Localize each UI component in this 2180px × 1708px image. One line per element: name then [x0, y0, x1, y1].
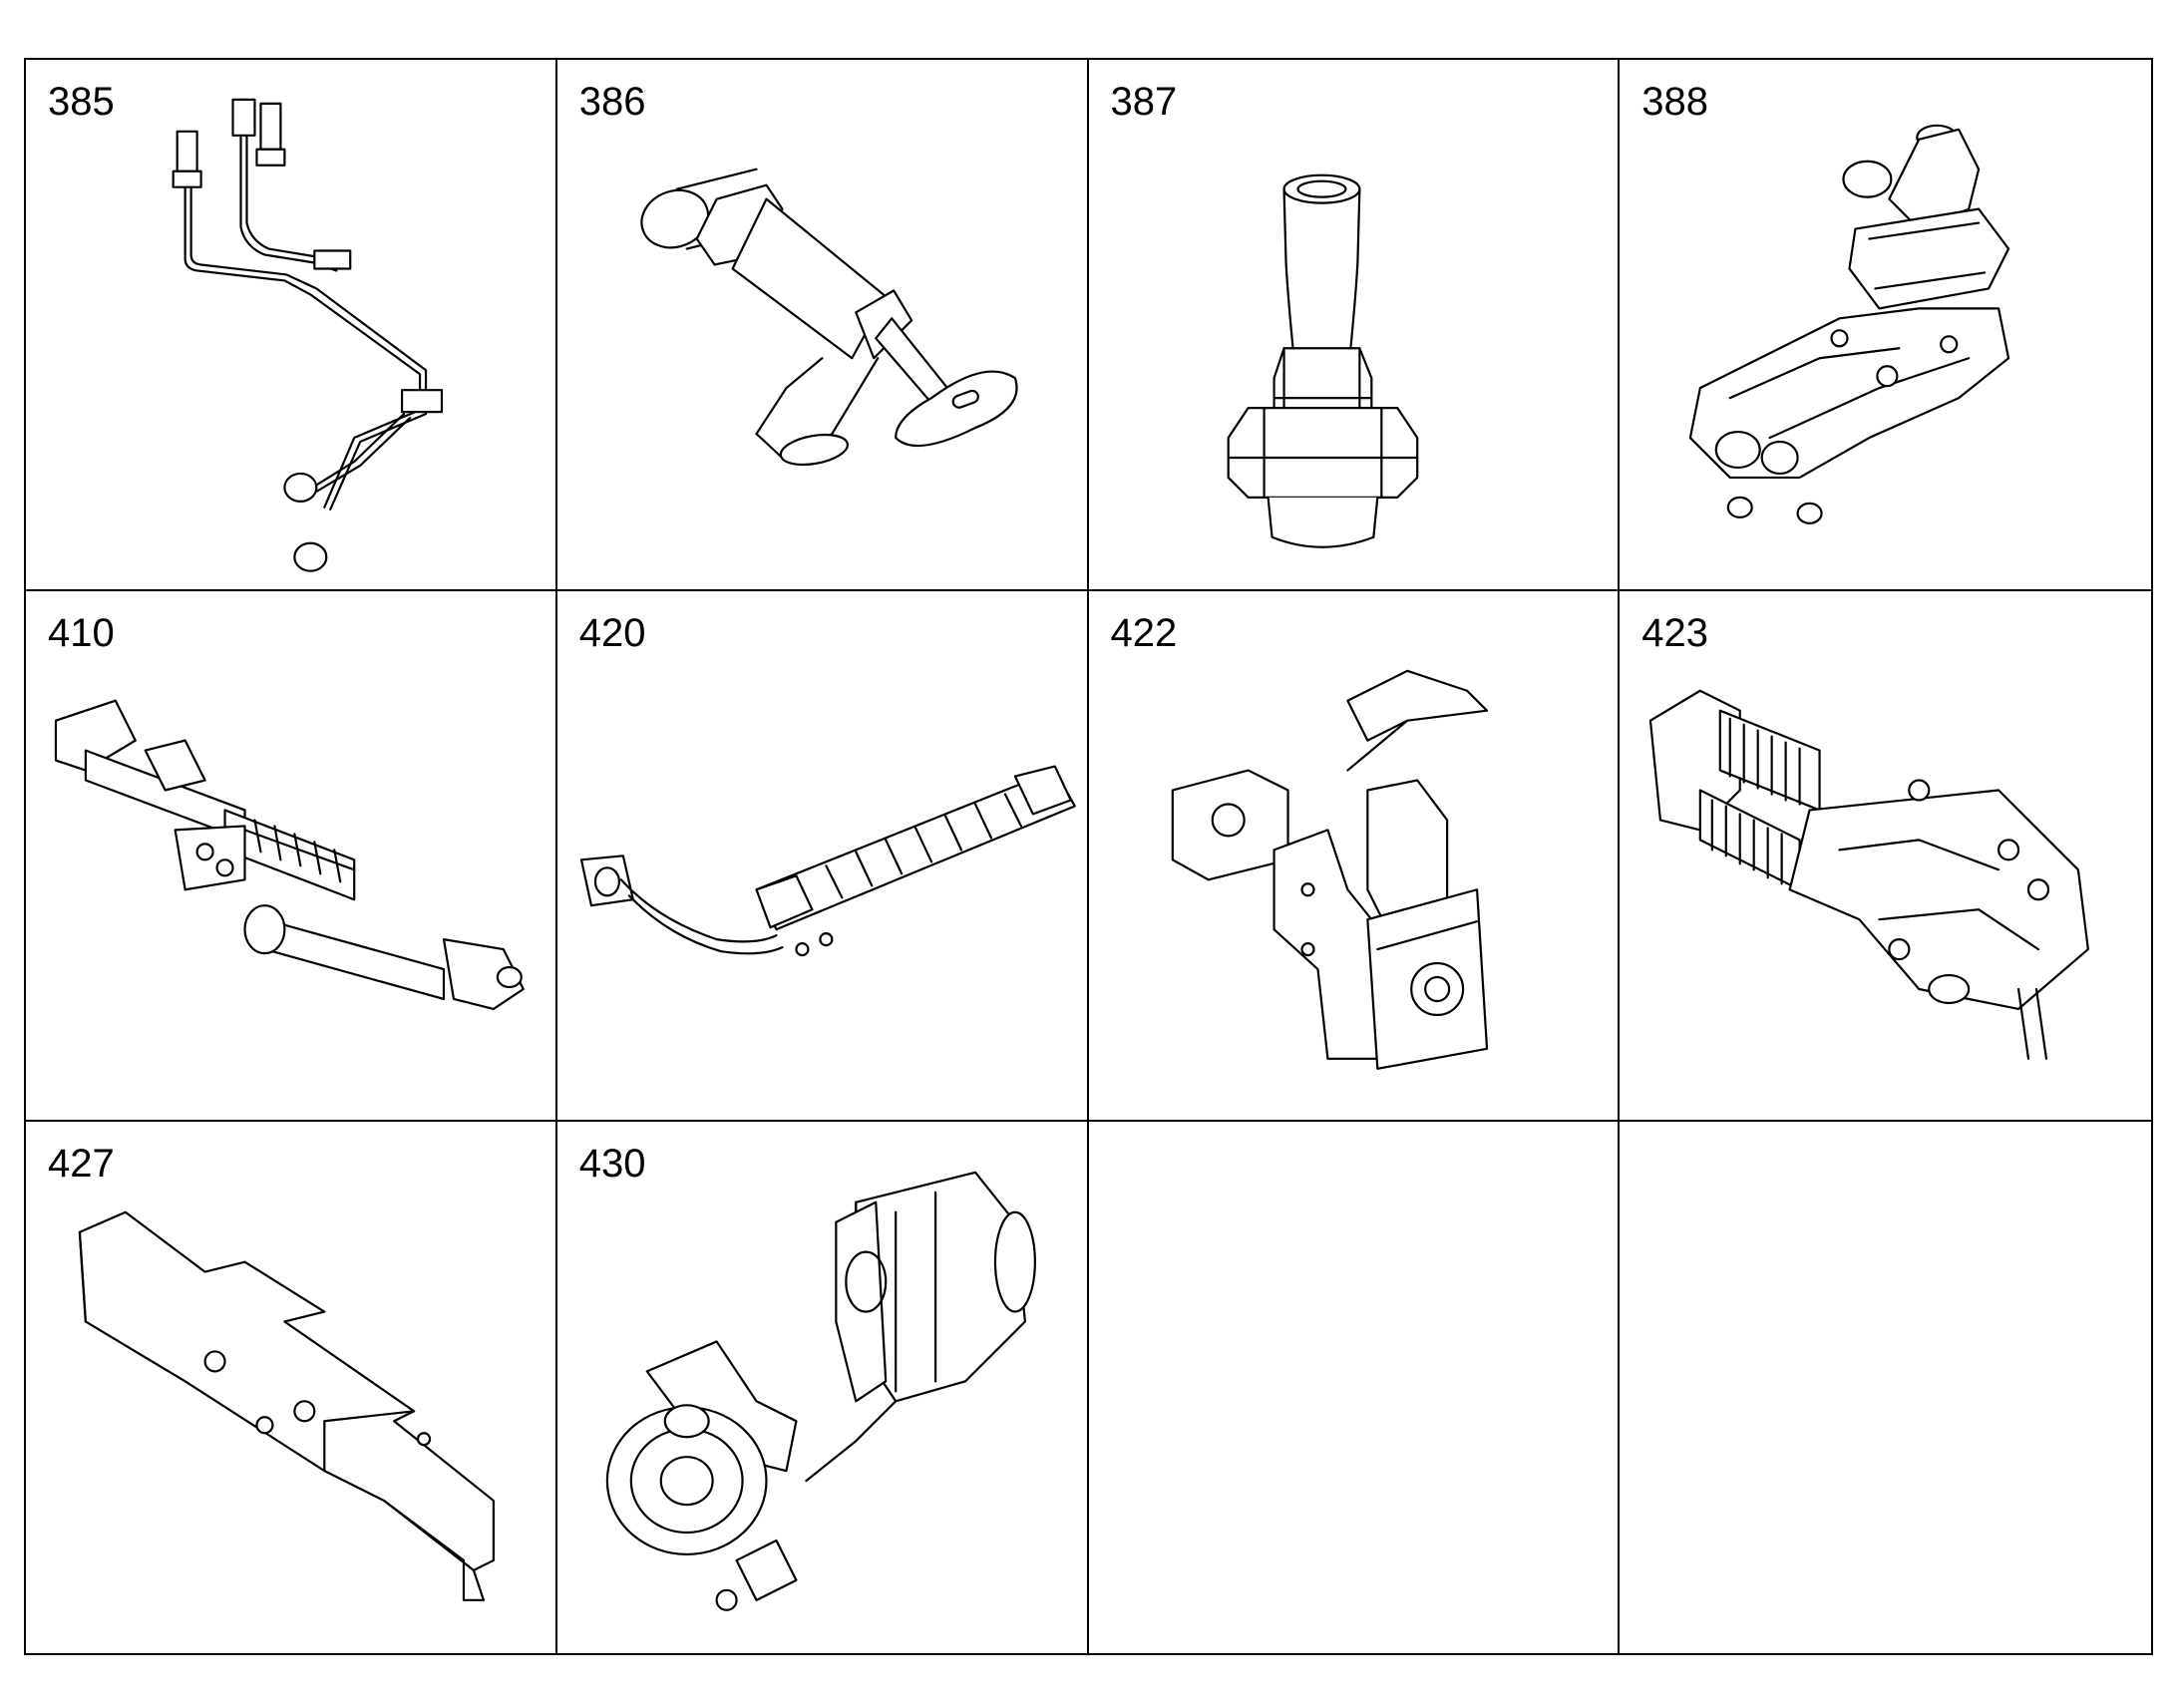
part-cell-410[interactable]: 410: [26, 590, 557, 1123]
thermostat-housing-icon: [1689, 124, 2010, 524]
part-cell-422[interactable]: 422: [1088, 590, 1621, 1123]
part-cell-423[interactable]: 423: [1620, 591, 2151, 1123]
part-cell-386[interactable]: 386: [556, 60, 1089, 591]
egr-valve-bracket-icon: [1171, 669, 1488, 1070]
part-number: 387: [1110, 80, 1178, 124]
part-number: 385: [48, 80, 115, 124]
part-cell-427[interactable]: 427: [26, 1122, 557, 1653]
empty-cell: [1620, 1122, 2151, 1653]
part-number: 422: [1110, 610, 1178, 655]
part-number: 430: [578, 1142, 646, 1187]
brake-pipe-assembly-icon: [172, 98, 444, 572]
parts-grid: 385 386: [24, 58, 2153, 1655]
part-cell-387[interactable]: 387: [1088, 60, 1621, 591]
turbocharger-icon: [605, 1172, 1036, 1612]
exhaust-manifold-icon: [1649, 689, 2090, 1060]
part-number: 423: [1641, 610, 1708, 655]
part-number: 388: [1641, 80, 1708, 124]
part-cell-388[interactable]: 388: [1620, 60, 2151, 591]
part-number: 386: [578, 80, 646, 124]
part-number: 427: [48, 1142, 115, 1187]
heat-shield-icon: [78, 1210, 495, 1602]
part-number: 420: [578, 610, 646, 655]
part-cell-430[interactable]: 430: [557, 1122, 1089, 1653]
part-cell-420[interactable]: 420: [556, 590, 1089, 1123]
empty-cell: [1089, 1122, 1621, 1653]
exhaust-pipe-assembly-icon: [579, 765, 1076, 956]
valve-fitting-icon: [640, 168, 1018, 467]
pipe-connector-icon: [1227, 173, 1418, 548]
part-cell-385[interactable]: 385: [26, 60, 557, 591]
egr-cooler-assembly-icon: [54, 699, 525, 1010]
part-number: 410: [48, 610, 115, 655]
